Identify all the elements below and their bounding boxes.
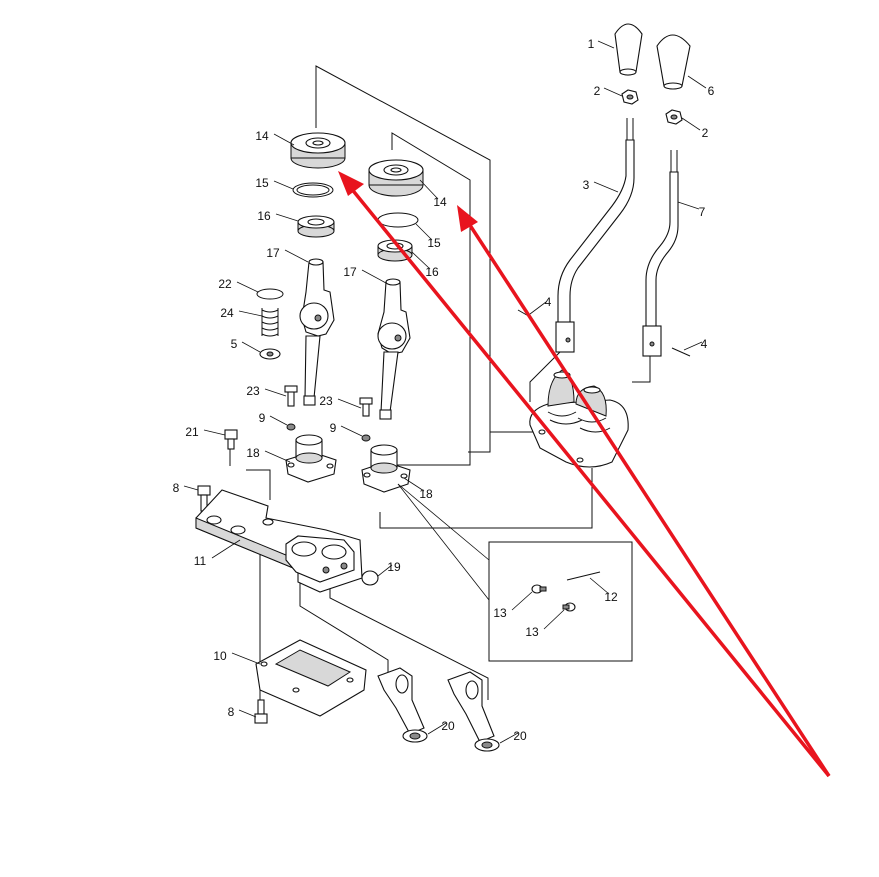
shift-lever-17-right [377,278,411,420]
callout-22: 22 [218,277,232,291]
shifter-rods-group [517,23,691,468]
callout-9: 9 [330,421,337,435]
housing-18-left [285,434,337,483]
bushing-14-left [290,132,346,169]
shift-lever-17-left [299,258,335,406]
callout-20: 20 [513,729,527,743]
link-arm-20-left [377,667,428,743]
housing-18-right [361,444,411,493]
knob-1 [614,23,643,76]
snap-ring-15-right [377,212,419,228]
washer-9-right [361,434,371,442]
shift-plate-assembly [195,429,500,752]
callout-5: 5 [231,337,238,351]
callout-15: 15 [255,176,269,190]
plug-19 [361,570,379,586]
red-arrowhead-right [457,205,478,232]
setscrew-13-b [562,602,576,612]
callout-leaders [183,40,707,744]
link-arm-20-right [447,671,500,752]
callout-21: 21 [185,425,199,439]
callout-8: 8 [228,705,235,719]
callout-6: 6 [708,84,715,98]
detail-inset-box [397,483,633,662]
callout-16: 16 [425,265,439,279]
callout-14: 14 [255,129,269,143]
setscrew-13-a [531,584,547,594]
screw-23-left [284,385,298,407]
pin-12 [566,571,601,581]
nut-2-right [665,109,683,125]
washer-5 [259,348,281,360]
snap-ring-15-left [292,182,334,198]
callout-17: 17 [266,246,280,260]
red-arrow-to-left-bushing [344,180,831,778]
callout-12: 12 [604,590,618,604]
washer-9-left [286,423,296,431]
left-shift-assembly [256,132,346,483]
callout-8: 8 [173,481,180,495]
callout-3: 3 [583,178,590,192]
callout-1: 1 [588,37,595,51]
callout-18: 18 [246,446,260,460]
nut-2-left [621,89,639,105]
callout-16: 16 [257,209,271,223]
callout-19: 19 [387,560,401,574]
red-arrowhead-left [338,171,364,196]
base-plate-11 [195,489,363,593]
bolt-21 [224,429,238,450]
callout-13: 13 [493,606,507,620]
retainer-22 [256,288,284,300]
pin-4-right [671,347,691,357]
callout-2: 2 [594,84,601,98]
washer-16-left [297,215,335,238]
knob-6 [656,34,691,90]
screw-23-right [359,397,373,417]
callout-20: 20 [441,719,455,733]
rod-3 [555,118,635,353]
spring-24 [261,308,279,337]
bolt-8-bottom [254,699,268,724]
callout-23: 23 [246,384,260,398]
callout-15: 15 [427,236,441,250]
callout-2: 2 [702,126,709,140]
callout-10: 10 [213,649,227,663]
boot-assembly [529,369,629,468]
callout-4: 4 [701,337,708,351]
callout-24: 24 [220,306,234,320]
callout-23: 23 [319,394,333,408]
callout-4: 4 [545,295,552,309]
callout-14: 14 [433,195,447,209]
bushing-14-right [368,159,424,197]
callout-17: 17 [343,265,357,279]
callout-13: 13 [525,625,539,639]
red-annotation-arrows [338,171,831,778]
cover-10 [255,639,367,717]
red-arrow-to-right-bushing [462,215,831,777]
callout-7: 7 [699,205,706,219]
callout-9: 9 [259,411,266,425]
callout-11: 11 [194,554,207,568]
rod-7 [642,150,679,357]
callout-18: 18 [419,487,433,501]
